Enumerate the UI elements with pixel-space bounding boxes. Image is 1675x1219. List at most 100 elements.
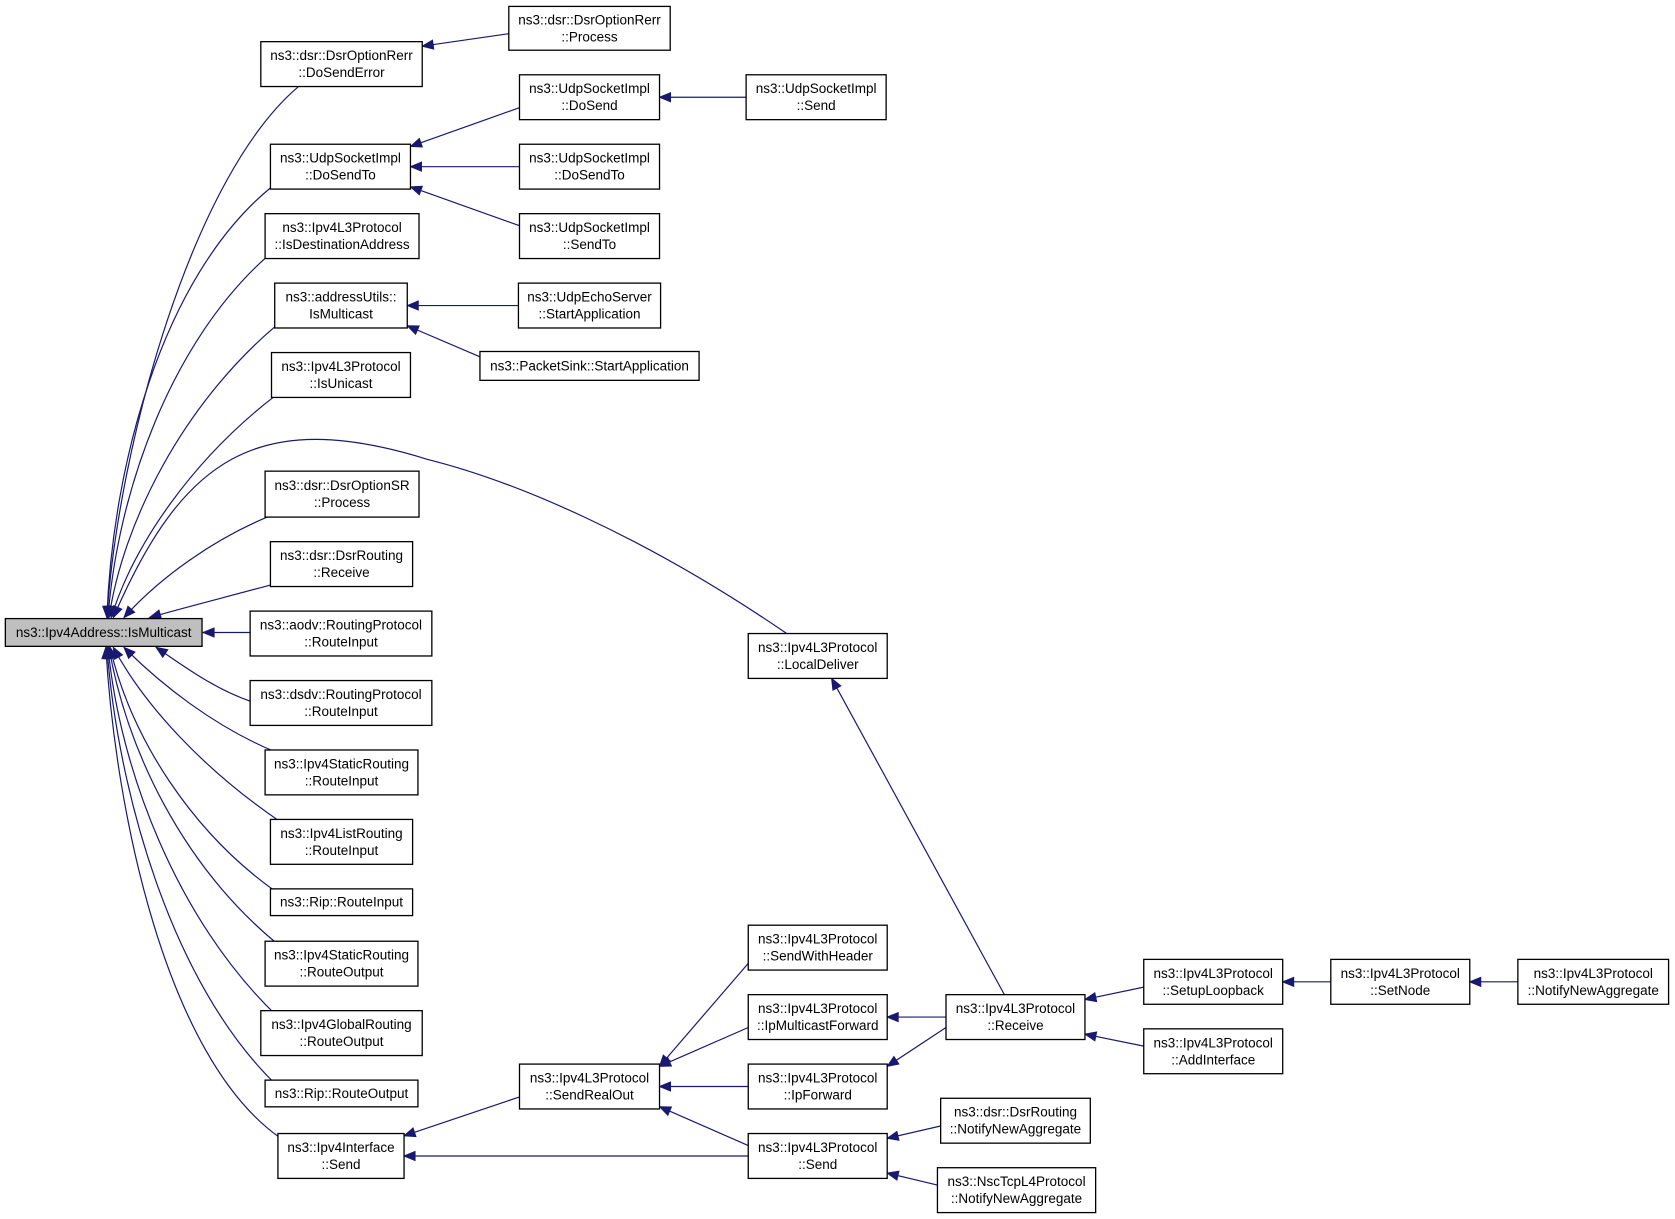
node-label-line: ns3::Ipv4L3Protocol — [758, 932, 877, 947]
edge-line — [107, 647, 277, 1016]
edge-ipmcfwd-to-sendrealout — [658, 1026, 749, 1067]
node-list-ri[interactable]: ns3::Ipv4ListRouting::RouteInput — [269, 818, 414, 865]
node-box — [260, 41, 423, 88]
node-label-line: ns3::dsr::DsrRouting — [954, 1105, 1077, 1120]
node-label-line: ns3::PacketSink::StartApplication — [490, 358, 689, 373]
node-ipmcfwd[interactable]: ns3::Ipv4L3Protocol::IpMulticastForward — [747, 993, 888, 1041]
node-label-line: ns3::dsr::DsrOptionRerr — [518, 12, 661, 27]
arrowhead — [402, 1150, 416, 1162]
node-isunicast[interactable]: ns3::Ipv4L3Protocol::IsUnicast — [270, 351, 412, 399]
arrowhead — [658, 1056, 673, 1067]
node-dsdv-ri[interactable]: ns3::dsdv::RoutingProtocol::RouteInput — [249, 679, 433, 727]
node-udp-dosendto[interactable]: ns3::UdpSocketImpl::DoSendTo — [269, 143, 412, 190]
node-label-line: ::DoSendError — [298, 65, 385, 80]
edge-l3-nna-to-setnode — [1468, 976, 1518, 988]
edge-sink-start-to-au-ismc — [406, 325, 481, 358]
node-box — [270, 351, 412, 399]
node-label-line: ::IsUnicast — [309, 376, 372, 391]
edge-l3-recv-to-ipfwd — [886, 1026, 947, 1068]
node-dsr-nna[interactable]: ns3::dsr::DsrRouting::NotifyNewAggregate — [940, 1097, 1091, 1144]
node-box — [518, 1063, 661, 1110]
node-if-send[interactable]: ns3::Ipv4Interface::Send — [277, 1132, 405, 1180]
node-label-line: ::Send — [321, 1157, 360, 1172]
node-rerr-proc[interactable]: ns3::dsr::DsrOptionRerr::Process — [508, 5, 671, 51]
edge-line — [110, 394, 277, 618]
node-label-line: ::SetNode — [1370, 983, 1430, 998]
node-udp-send[interactable]: ns3::UdpSocketImpl::Send — [745, 74, 887, 121]
node-ipfwd[interactable]: ns3::Ipv4L3Protocol::IpForward — [747, 1063, 888, 1110]
node-rerr-send[interactable]: ns3::dsr::DsrOptionRerr::DoSendError — [260, 41, 423, 88]
edge-line — [410, 186, 520, 227]
node-label-line: ::DoSendTo — [554, 168, 625, 183]
node-au-ismc[interactable]: ns3::addressUtils::IsMulticast — [274, 282, 408, 329]
node-label-line: ns3::UdpSocketImpl — [529, 81, 650, 96]
node-sendrealout[interactable]: ns3::Ipv4L3Protocol::SendRealOut — [518, 1063, 661, 1110]
node-l3-recv[interactable]: ns3::Ipv4L3Protocol::Receive — [945, 993, 1086, 1041]
node-label-line: ::IpMulticastForward — [757, 1018, 879, 1033]
node-udp-dosendto2[interactable]: ns3::UdpSocketImpl::DoSendTo — [518, 143, 661, 190]
edge-line — [106, 82, 303, 618]
node-isdest[interactable]: ns3::Ipv4L3Protocol::IsDestinationAddres… — [264, 213, 420, 260]
node-rip-ro[interactable]: ns3::Rip::RouteOutput — [264, 1079, 419, 1108]
node-setuploop[interactable]: ns3::Ipv4L3Protocol::SetupLoopback — [1143, 958, 1284, 1005]
node-dsr-recv[interactable]: ns3::dsr::DsrRouting::Receive — [269, 541, 414, 588]
node-box — [269, 143, 412, 190]
node-label-line: ns3::dsdv::RoutingProtocol — [260, 687, 421, 702]
node-label-line: ns3::aodv::RoutingProtocol — [260, 618, 422, 633]
arrowhead — [1083, 1031, 1098, 1042]
node-label-line: ns3::addressUtils:: — [285, 290, 396, 305]
node-box — [249, 610, 433, 657]
arrowhead — [155, 646, 169, 659]
arrowhead — [409, 185, 424, 196]
edge-l3-send-to-sendrealout — [658, 1106, 749, 1147]
node-box — [269, 888, 414, 917]
node-rip-ri[interactable]: ns3::Rip::RouteInput — [269, 888, 414, 917]
arrowhead — [123, 646, 136, 660]
node-l3-send[interactable]: ns3::Ipv4L3Protocol::Send — [747, 1132, 888, 1180]
node-box — [517, 282, 662, 329]
node-setnode[interactable]: ns3::Ipv4L3Protocol::SetNode — [1330, 958, 1471, 1005]
node-label-line: ::SendWithHeader — [763, 949, 874, 964]
node-label-line: ::RouteInput — [305, 773, 379, 788]
node-static-ri[interactable]: ns3::Ipv4StaticRouting::RouteInput — [264, 749, 419, 796]
node-nsc-nna[interactable]: ns3::NscTcpL4Protocol::NotifyNewAggregat… — [936, 1167, 1097, 1214]
node-global-ro[interactable]: ns3::Ipv4GlobalRouting::RouteOutput — [260, 1010, 423, 1057]
node-label-line: ns3::Ipv4StaticRouting — [274, 756, 409, 771]
node-sendwithheader[interactable]: ns3::Ipv4L3Protocol::SendWithHeader — [747, 924, 888, 971]
node-label-line: ::RouteInput — [304, 704, 378, 719]
node-aodv-ri[interactable]: ns3::aodv::RoutingProtocol::RouteInput — [249, 610, 433, 657]
node-label-line: ns3::Ipv4L3Protocol — [282, 220, 401, 235]
edge-l3-recv-to-ipmcfwd — [885, 1011, 946, 1023]
node-label-line: ns3::UdpSocketImpl — [756, 81, 877, 96]
node-sr-proc[interactable]: ns3::dsr::DsrOptionSR::Process — [264, 470, 420, 518]
edge-l3-send-to-if-send — [402, 1150, 749, 1162]
edge-ipfwd-to-sendrealout — [658, 1081, 749, 1092]
node-localdeliver[interactable]: ns3::Ipv4L3Protocol::LocalDeliver — [747, 632, 888, 680]
node-l3-nna[interactable]: ns3::Ipv4L3Protocol::NotifyNewAggregate — [1517, 958, 1670, 1005]
edge-setnode-to-setuploop — [1281, 976, 1331, 988]
edge-dsr-nna-to-l3-send — [885, 1125, 941, 1141]
node-box — [747, 1132, 888, 1180]
node-sink-start[interactable]: ns3::PacketSink::StartApplication — [479, 350, 700, 381]
edge-addif-to-l3-recv — [1083, 1031, 1144, 1047]
edge-udp-send-to-udp-dosend — [658, 91, 747, 103]
node-root[interactable]: ns3::Ipv4Address::IsMulticast — [4, 617, 203, 648]
arrowhead — [112, 604, 123, 619]
edge-echo-start-to-au-ismc — [405, 300, 519, 311]
node-box — [508, 5, 671, 51]
arrowhead — [1083, 991, 1098, 1003]
node-label-line: ns3::Ipv4L3Protocol — [758, 1140, 877, 1155]
arrowhead — [420, 39, 435, 50]
arrowhead — [658, 91, 672, 103]
edge-line — [106, 186, 272, 618]
edge-line — [107, 255, 268, 618]
node-udp-sendto[interactable]: ns3::UdpSocketImpl::SendTo — [518, 213, 661, 260]
node-static-ro[interactable]: ns3::Ipv4StaticRouting::RouteOutput — [264, 940, 419, 987]
node-echo-start[interactable]: ns3::UdpEchoServer::StartApplication — [517, 282, 662, 329]
node-label-line: ::Receive — [313, 565, 369, 580]
node-udp-dosend[interactable]: ns3::UdpSocketImpl::DoSend — [518, 74, 661, 121]
node-addif[interactable]: ns3::Ipv4L3Protocol::AddInterface — [1143, 1028, 1284, 1075]
node-label-line: ::StartApplication — [538, 307, 640, 322]
edge-sr-proc-to-root — [123, 516, 268, 619]
